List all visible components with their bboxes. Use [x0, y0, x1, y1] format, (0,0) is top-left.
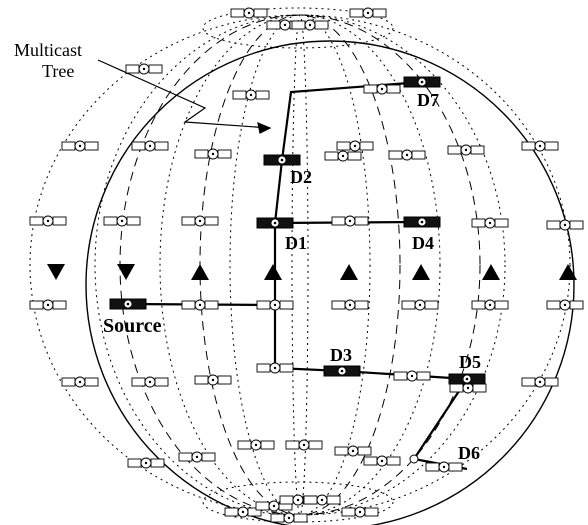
satellite: [546, 219, 584, 231]
satellite: [232, 89, 270, 101]
orbit-direction-down-marker: [117, 264, 135, 280]
satellite: [61, 376, 99, 388]
label-d6: D6: [458, 443, 480, 463]
annotation-line-2: Tree: [42, 61, 74, 81]
satellite: [447, 144, 485, 156]
satellite: [334, 445, 372, 457]
satellite: [521, 140, 559, 152]
satellite: [127, 457, 165, 469]
tree-link-d3-branch: [273, 305, 468, 381]
satellite: [336, 140, 374, 152]
satellite: [388, 149, 426, 161]
polar-loop: [202, 481, 394, 523]
satellite: [256, 362, 294, 374]
orbit-direction-up-marker: [264, 264, 282, 280]
tree-satellite: [448, 373, 486, 385]
satellite: [363, 455, 401, 467]
satellite: [546, 299, 584, 311]
label-d7: D7: [417, 90, 439, 110]
tree-satellite: [256, 217, 294, 229]
satellite: [449, 382, 487, 394]
satellite: [181, 215, 219, 227]
satellite: [270, 512, 308, 524]
orbit-direction-up-marker: [559, 264, 577, 280]
satellite: [230, 7, 268, 19]
satellite: [125, 63, 163, 75]
satellite: [425, 461, 463, 473]
satellite: [178, 451, 216, 463]
orbit-direction-up-marker: [412, 264, 430, 280]
satellite-grid: [29, 7, 584, 524]
satellite: [471, 299, 509, 311]
tree-satellite: [323, 365, 361, 377]
satellite: [291, 19, 329, 31]
satellite: [285, 439, 323, 451]
satellite: [29, 299, 67, 311]
satellite: [303, 494, 341, 506]
satellite: [324, 150, 362, 162]
label-d1: D1: [285, 233, 307, 253]
label-d4: D4: [412, 233, 434, 253]
satellite: [103, 215, 141, 227]
satellite: [61, 140, 99, 152]
satellite: [237, 439, 275, 451]
tree-satellite: [403, 76, 441, 88]
satellite: [224, 506, 262, 518]
label-d3: D3: [330, 345, 352, 365]
direction-markers: [47, 264, 577, 280]
polar-loop: [202, 7, 394, 49]
tree-link-d1-d2-d7: [273, 80, 423, 224]
annotation-line-1: Multicast: [14, 40, 82, 60]
satellite: [131, 376, 169, 388]
tree-satellite: [109, 298, 147, 310]
orbit-direction-up-marker: [340, 264, 358, 280]
orbit-direction-up-marker: [482, 264, 500, 280]
satellite: [256, 299, 294, 311]
tree-satellite: [403, 216, 441, 228]
orbit-plane: [29, 14, 571, 516]
label-source: Source: [103, 315, 162, 337]
satellite: [331, 215, 369, 227]
earth-circle: [85, 40, 575, 525]
tree-link-source-d1: [127, 223, 277, 307]
label-d2: D2: [290, 167, 312, 187]
satellite: [363, 83, 401, 95]
label-d5: D5: [459, 352, 481, 372]
tree-satellites: [109, 76, 486, 464]
satellite: [181, 299, 219, 311]
satellite: [349, 7, 387, 19]
tree-satellite: [409, 454, 419, 464]
satellite: [131, 140, 169, 152]
satellite: [194, 374, 232, 386]
orbit-direction-down-marker: [47, 264, 65, 280]
tree-satellite: [263, 154, 301, 166]
satellite: [393, 370, 431, 382]
orbit-plane: [94, 14, 506, 516]
satellite: [331, 299, 369, 311]
satellite: [521, 376, 559, 388]
orbit-direction-up-marker: [191, 264, 209, 280]
satellite: [341, 506, 379, 518]
satellite: [471, 217, 509, 229]
satellite: [255, 500, 293, 512]
annotation-arrow: [97, 59, 272, 134]
satellite: [29, 215, 67, 227]
satellite: [194, 148, 232, 160]
satellite: [401, 299, 439, 311]
